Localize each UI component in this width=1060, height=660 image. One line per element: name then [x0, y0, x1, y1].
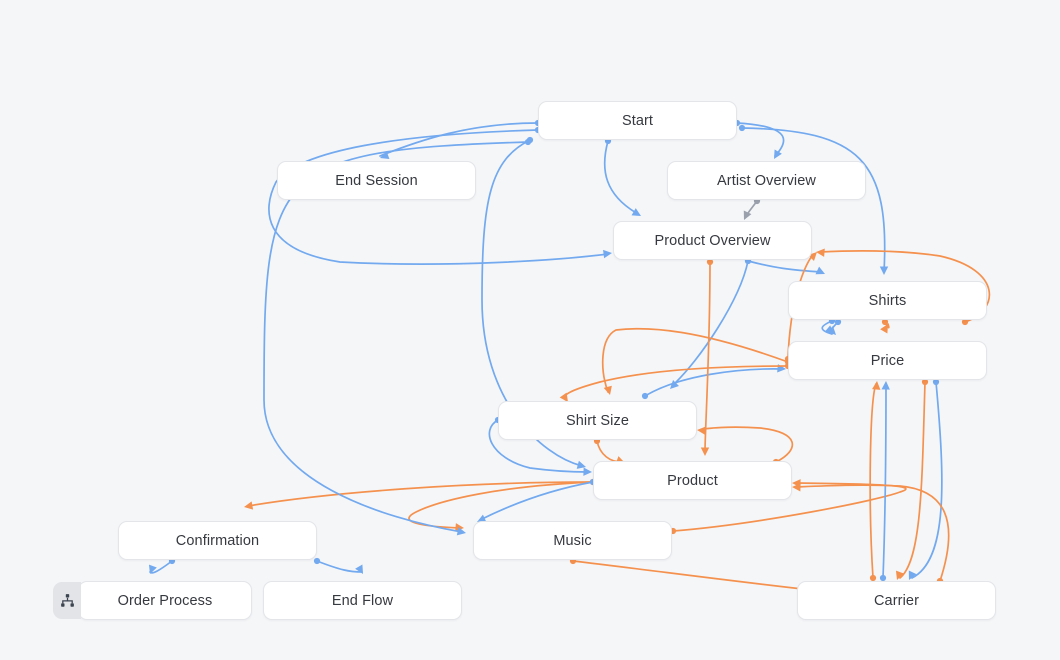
node-shirts[interactable]: Shirts	[788, 281, 987, 320]
node-label: Music	[553, 532, 592, 549]
node-label: Product	[667, 472, 718, 489]
node-label: Order Process	[117, 592, 213, 609]
node-product[interactable]: Product	[593, 461, 792, 500]
node-label: Product Overview	[654, 232, 771, 249]
node-label: Shirt Size	[565, 412, 630, 429]
node-product-overview[interactable]: Product Overview	[613, 221, 812, 260]
node-label: Confirmation	[175, 532, 260, 549]
node-order-process[interactable]: Order Process	[53, 581, 252, 620]
node-label: Price	[870, 352, 905, 369]
node-label: End Session	[335, 172, 418, 189]
node-music[interactable]: Music	[473, 521, 672, 560]
node-price[interactable]: Price	[788, 341, 987, 380]
node-label: Artist Overview	[717, 172, 816, 189]
node-label: Shirts	[868, 292, 907, 309]
node-label: Carrier	[873, 592, 919, 609]
subflow-icon	[60, 594, 74, 607]
node-end-session[interactable]: End Session	[277, 161, 476, 200]
node-confirmation[interactable]: Confirmation	[118, 521, 317, 560]
node-start[interactable]: Start	[538, 101, 737, 140]
node-shirt-size[interactable]: Shirt Size	[498, 401, 697, 440]
node-label: Start	[621, 112, 654, 129]
node-carrier[interactable]: Carrier	[797, 581, 996, 620]
node-end-flow[interactable]: End Flow	[263, 581, 462, 620]
node-badge-order-process[interactable]	[53, 582, 81, 619]
node-artist-overview[interactable]: Artist Overview	[667, 161, 866, 200]
node-label: End Flow	[331, 592, 394, 609]
